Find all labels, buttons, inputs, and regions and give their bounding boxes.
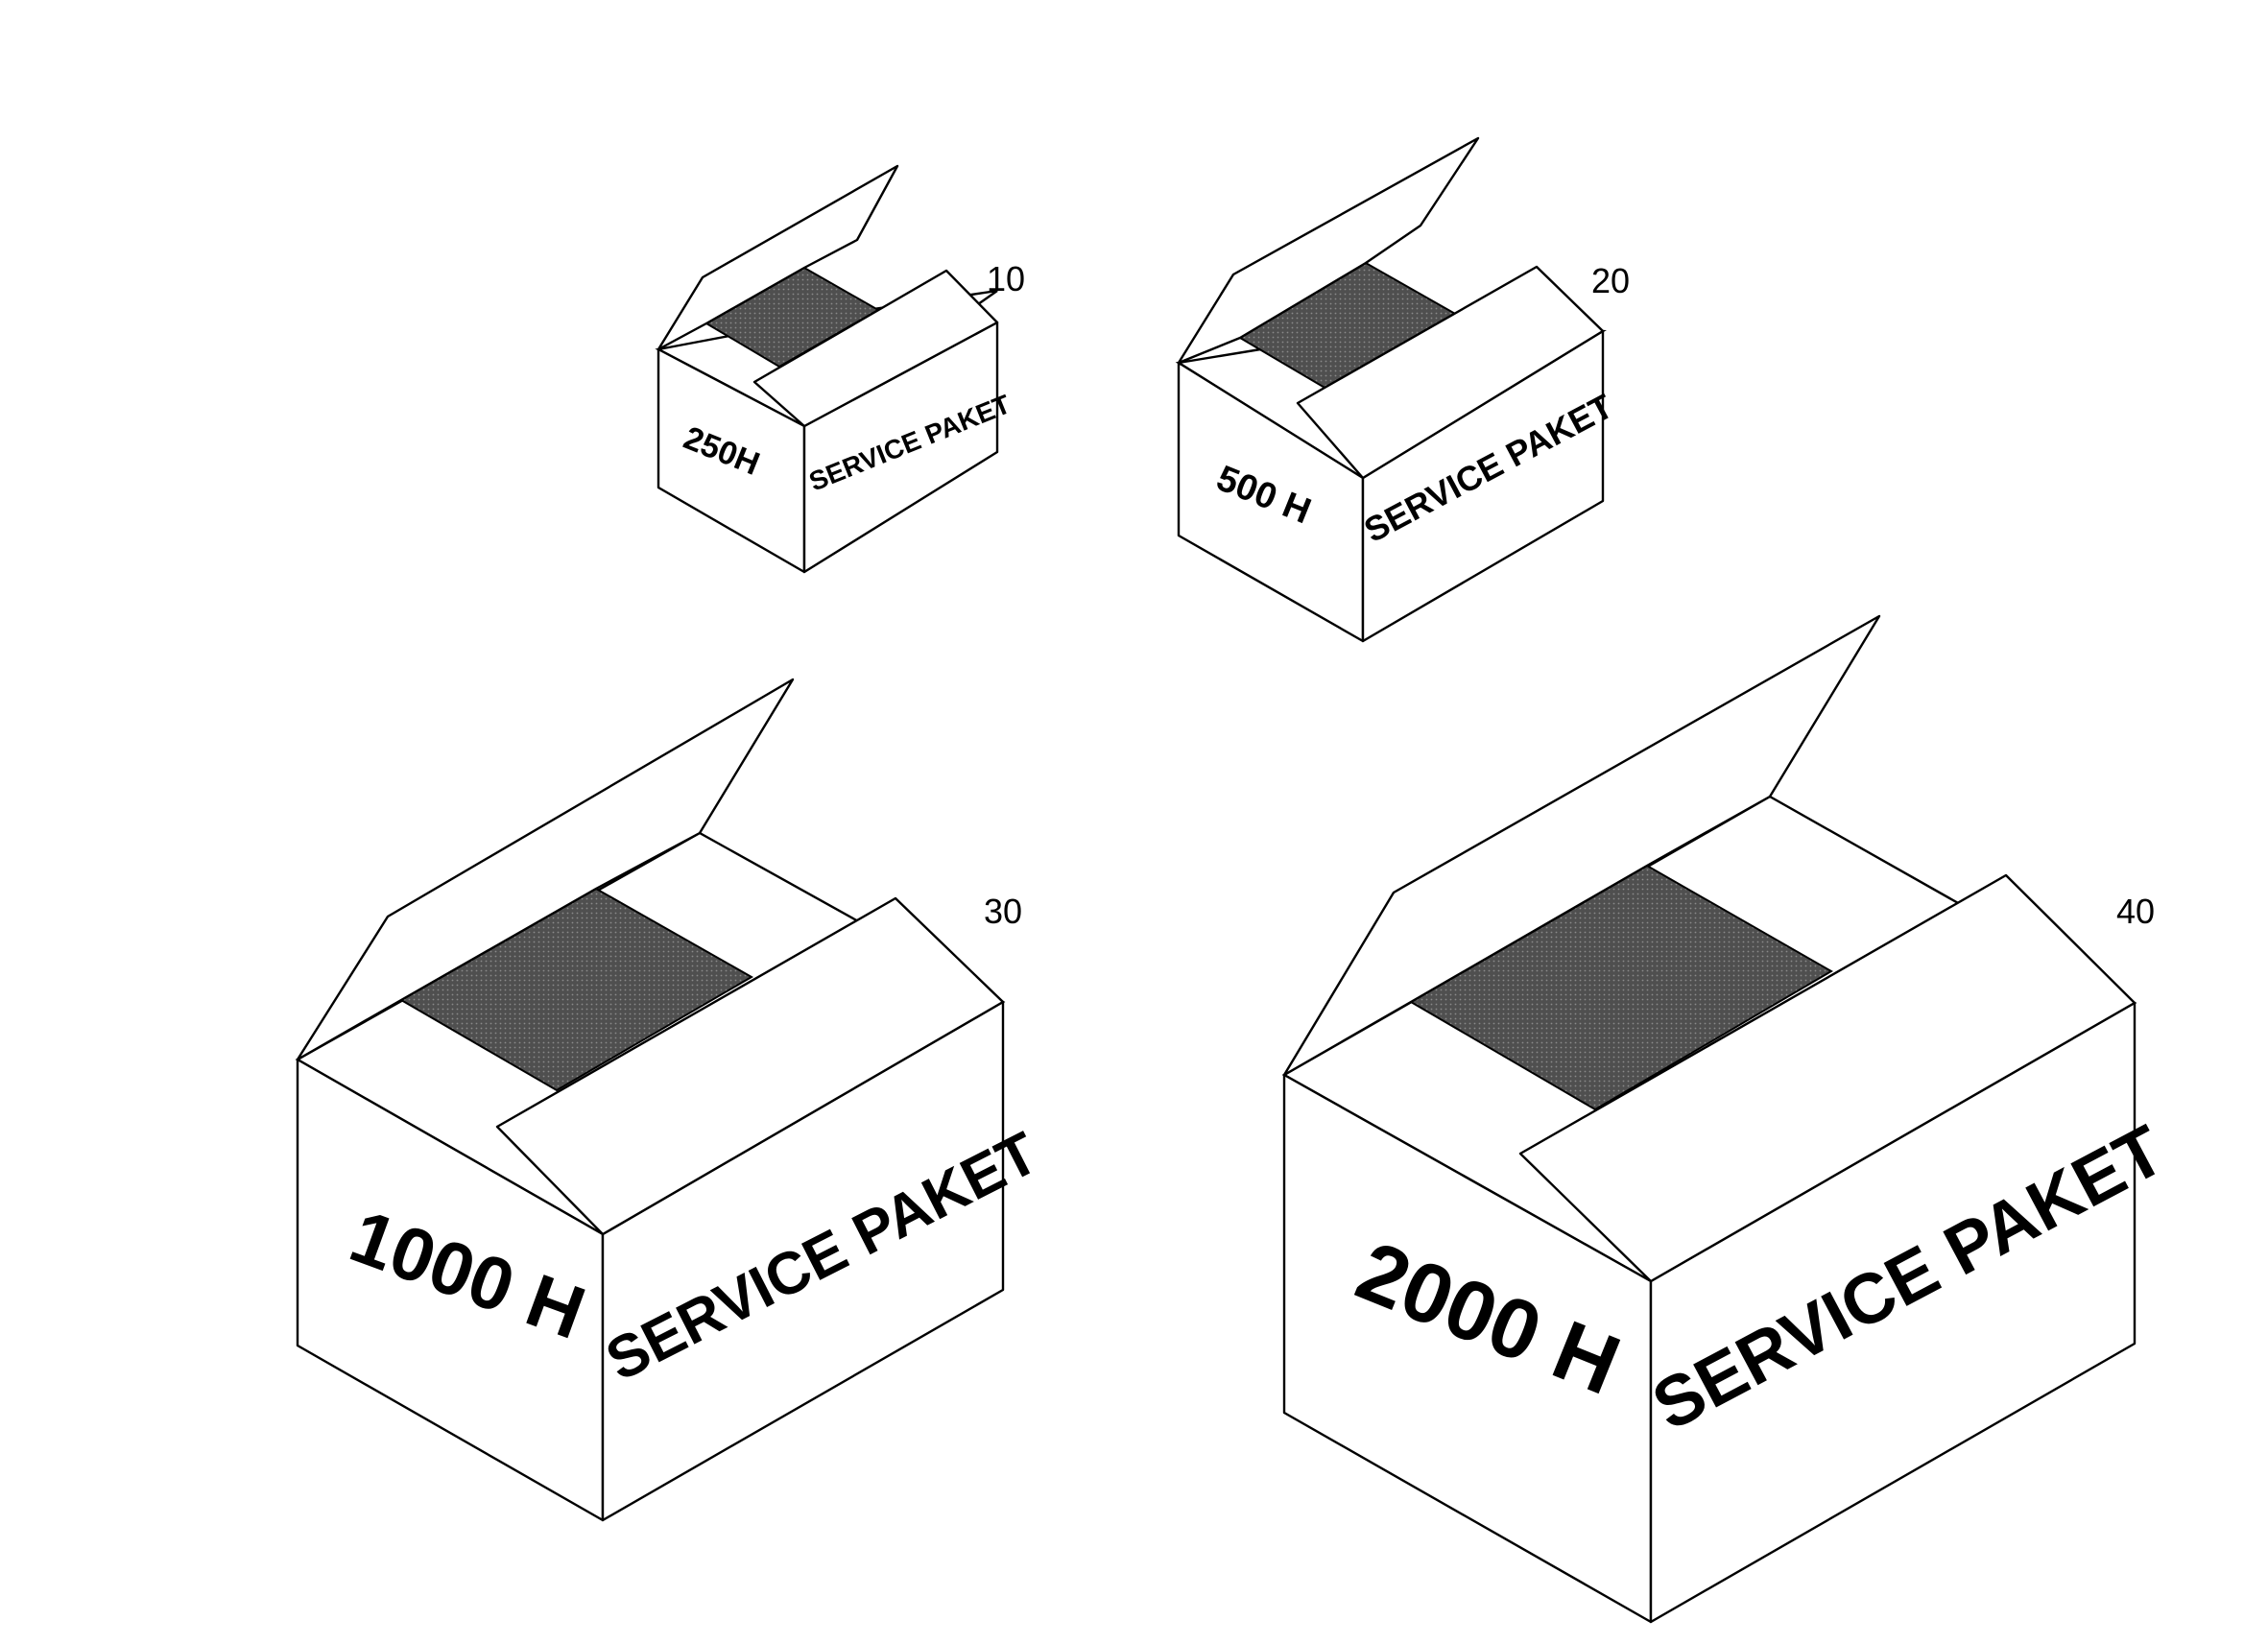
box-500h-back-flap [1177, 136, 1480, 365]
box-250h-back-flap [657, 164, 899, 351]
box-1000h-front-flap [495, 896, 1005, 1236]
box-2000h-back-flap [1282, 614, 1881, 1077]
box-250h-front-flap [752, 269, 999, 428]
box-2000h-front-flap [1518, 873, 2137, 1283]
box-1000h: 1000 H SERVICE PAKET 30 [295, 678, 1048, 1522]
box-2000h-ref-number: 40 [2116, 892, 2155, 931]
box-250h: 250H SERVICE PAKET 10 [655, 164, 1025, 574]
box-1000h-back-flap [296, 678, 795, 1061]
box-1000h-ref-number: 30 [984, 892, 1022, 931]
box-2000h: 2000 H SERVICE PAKET 40 [1281, 614, 2177, 1624]
box-500h: 500 H SERVICE PAKET 20 [1175, 136, 1630, 643]
box-250h-ref-number: 10 [987, 259, 1025, 298]
box-500h-front-flap [1296, 265, 1605, 480]
box-500h-ref-number: 20 [1591, 261, 1630, 300]
